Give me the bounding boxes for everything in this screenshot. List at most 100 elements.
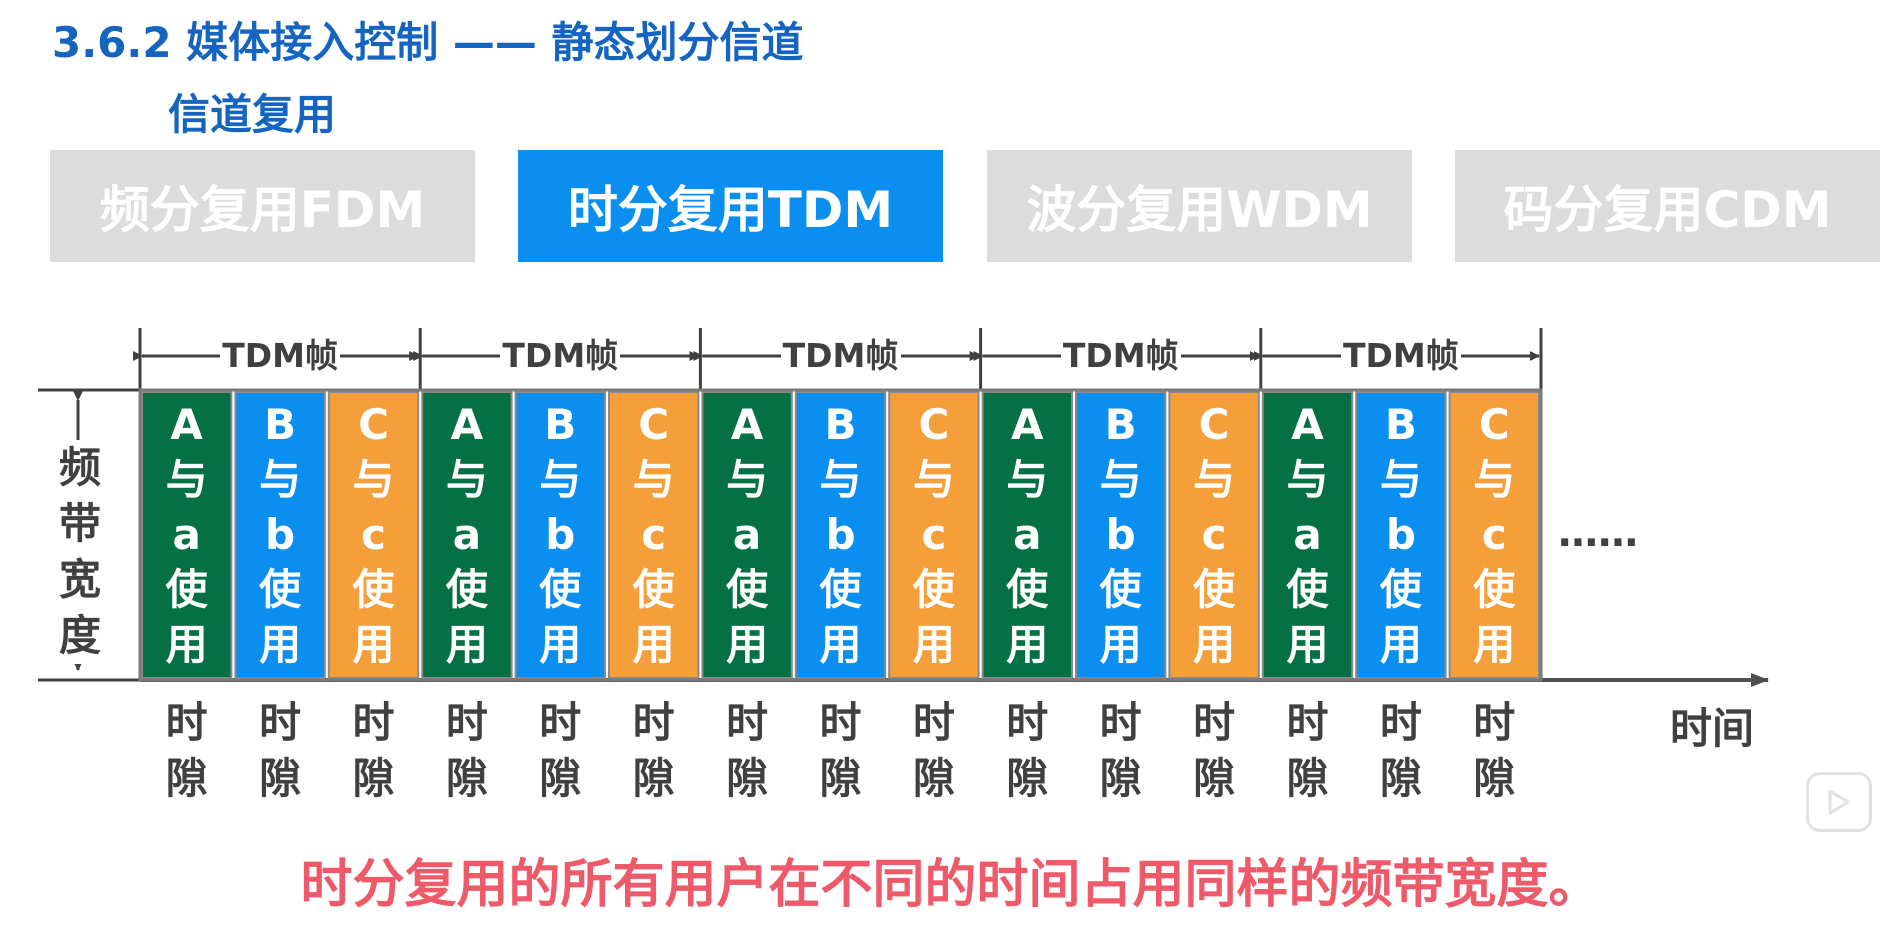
time-slot-label-char: 时 [165,698,208,747]
slot-user: A [730,400,764,450]
tab-fdm[interactable]: 频分复用FDM [50,150,475,262]
time-slot-label: 时隙 [890,695,978,807]
slot-use: 用 [1473,619,1516,669]
slot-use: 使 [539,564,582,614]
time-slot-block [608,391,700,679]
slot-user: B [1384,400,1417,450]
slot-sub: c [1481,509,1507,559]
time-slot-label-char: 隙 [726,754,769,803]
slot-use: 用 [445,619,488,669]
time-slot-label-char: 隙 [259,754,302,803]
time-slot-block [1075,391,1167,679]
slot-use: 用 [632,619,675,669]
slot-use: 使 [912,564,955,614]
time-slot-label: 时隙 [610,695,698,807]
frame-label: TDM帧 [780,336,901,376]
time-slot-label-char: 隙 [819,754,862,803]
slot-use: 使 [1006,564,1049,614]
slot-user: B [544,400,577,450]
slot-use: 用 [352,619,395,669]
time-slot-label-char: 时 [819,698,862,747]
slot-use: 使 [1286,564,1329,614]
time-slot-label-char: 隙 [352,754,395,803]
slot-sub: c [1201,509,1227,559]
time-slot-label: 时隙 [330,695,418,807]
tab-wdm[interactable]: 波分复用WDM [987,150,1412,262]
time-slot-block [514,391,606,679]
slot-user: C [1198,400,1230,450]
slot-user: C [638,400,670,450]
slot-use: 使 [1379,564,1422,614]
time-slot-label-char: 隙 [1193,754,1236,803]
slot-use: 使 [726,564,769,614]
slot-join: 与 [1006,455,1049,505]
tab-cdm[interactable]: 码分复用CDM [1455,150,1880,262]
time-slot-label-char: 时 [912,698,955,747]
slot-sub: a [732,509,762,559]
time-slot-label: 时隙 [1357,695,1445,807]
time-slot-label: 时隙 [236,695,324,807]
slot-join: 与 [1379,455,1422,505]
time-slot-label-char: 时 [1379,698,1422,747]
time-slot-label-char: 隙 [1286,754,1329,803]
continuation-ellipsis: …… [1558,510,1638,556]
time-slot-label-char: 隙 [912,754,955,803]
slot-join: 与 [1193,455,1236,505]
x-axis-label: 时间 [1670,704,1755,753]
slot-user: B [824,400,857,450]
page-title: 3.6.2 媒体接入控制 —— 静态划分信道 [52,18,804,67]
slot-join: 与 [726,455,769,505]
slot-sub: c [921,509,947,559]
y-axis-char: 宽 [58,555,101,604]
time-slot-label-char: 时 [1473,698,1516,747]
slot-sub: b [825,509,856,559]
time-slot-label-char: 时 [1099,698,1142,747]
slot-user: A [170,400,203,450]
slot-use: 使 [259,564,302,614]
time-slot-label-char: 时 [632,698,675,747]
slot-sub: b [545,509,576,559]
slot-sub: b [1385,509,1416,559]
time-slot-label: 时隙 [143,695,231,807]
slot-use: 使 [632,564,675,614]
slot-user: A [450,400,484,450]
tab-tdm[interactable]: 时分复用TDM [518,150,943,262]
slot-use: 用 [912,619,955,669]
slot-use: 用 [1379,619,1422,669]
time-slot-label: 时隙 [516,695,604,807]
slot-sub: a [1293,509,1322,559]
time-slot-label-char: 时 [1193,698,1236,747]
time-slot-block [1355,391,1447,679]
slot-user: A [1291,400,1324,450]
page-subtitle: 信道复用 [168,90,337,139]
slot-use: 使 [1473,564,1516,614]
slot-user: C [1478,400,1510,450]
slot-sub: a [1013,509,1042,559]
frame-label: TDM帧 [220,336,341,376]
slot-join: 与 [539,455,582,505]
slot-use: 用 [1286,619,1329,669]
slot-join: 与 [259,455,302,505]
slot-join: 与 [352,455,395,505]
time-slot-block [1448,391,1540,679]
slot-use: 用 [1193,619,1236,669]
slot-use: 使 [819,564,862,614]
play-icon[interactable] [1806,772,1872,832]
slot-join: 与 [819,455,862,505]
slot-join: 与 [445,455,488,505]
time-slot-label-char: 时 [1006,698,1049,747]
time-slot-block [1168,391,1260,679]
y-axis-char: 频 [58,443,101,492]
slot-use: 用 [819,619,862,669]
